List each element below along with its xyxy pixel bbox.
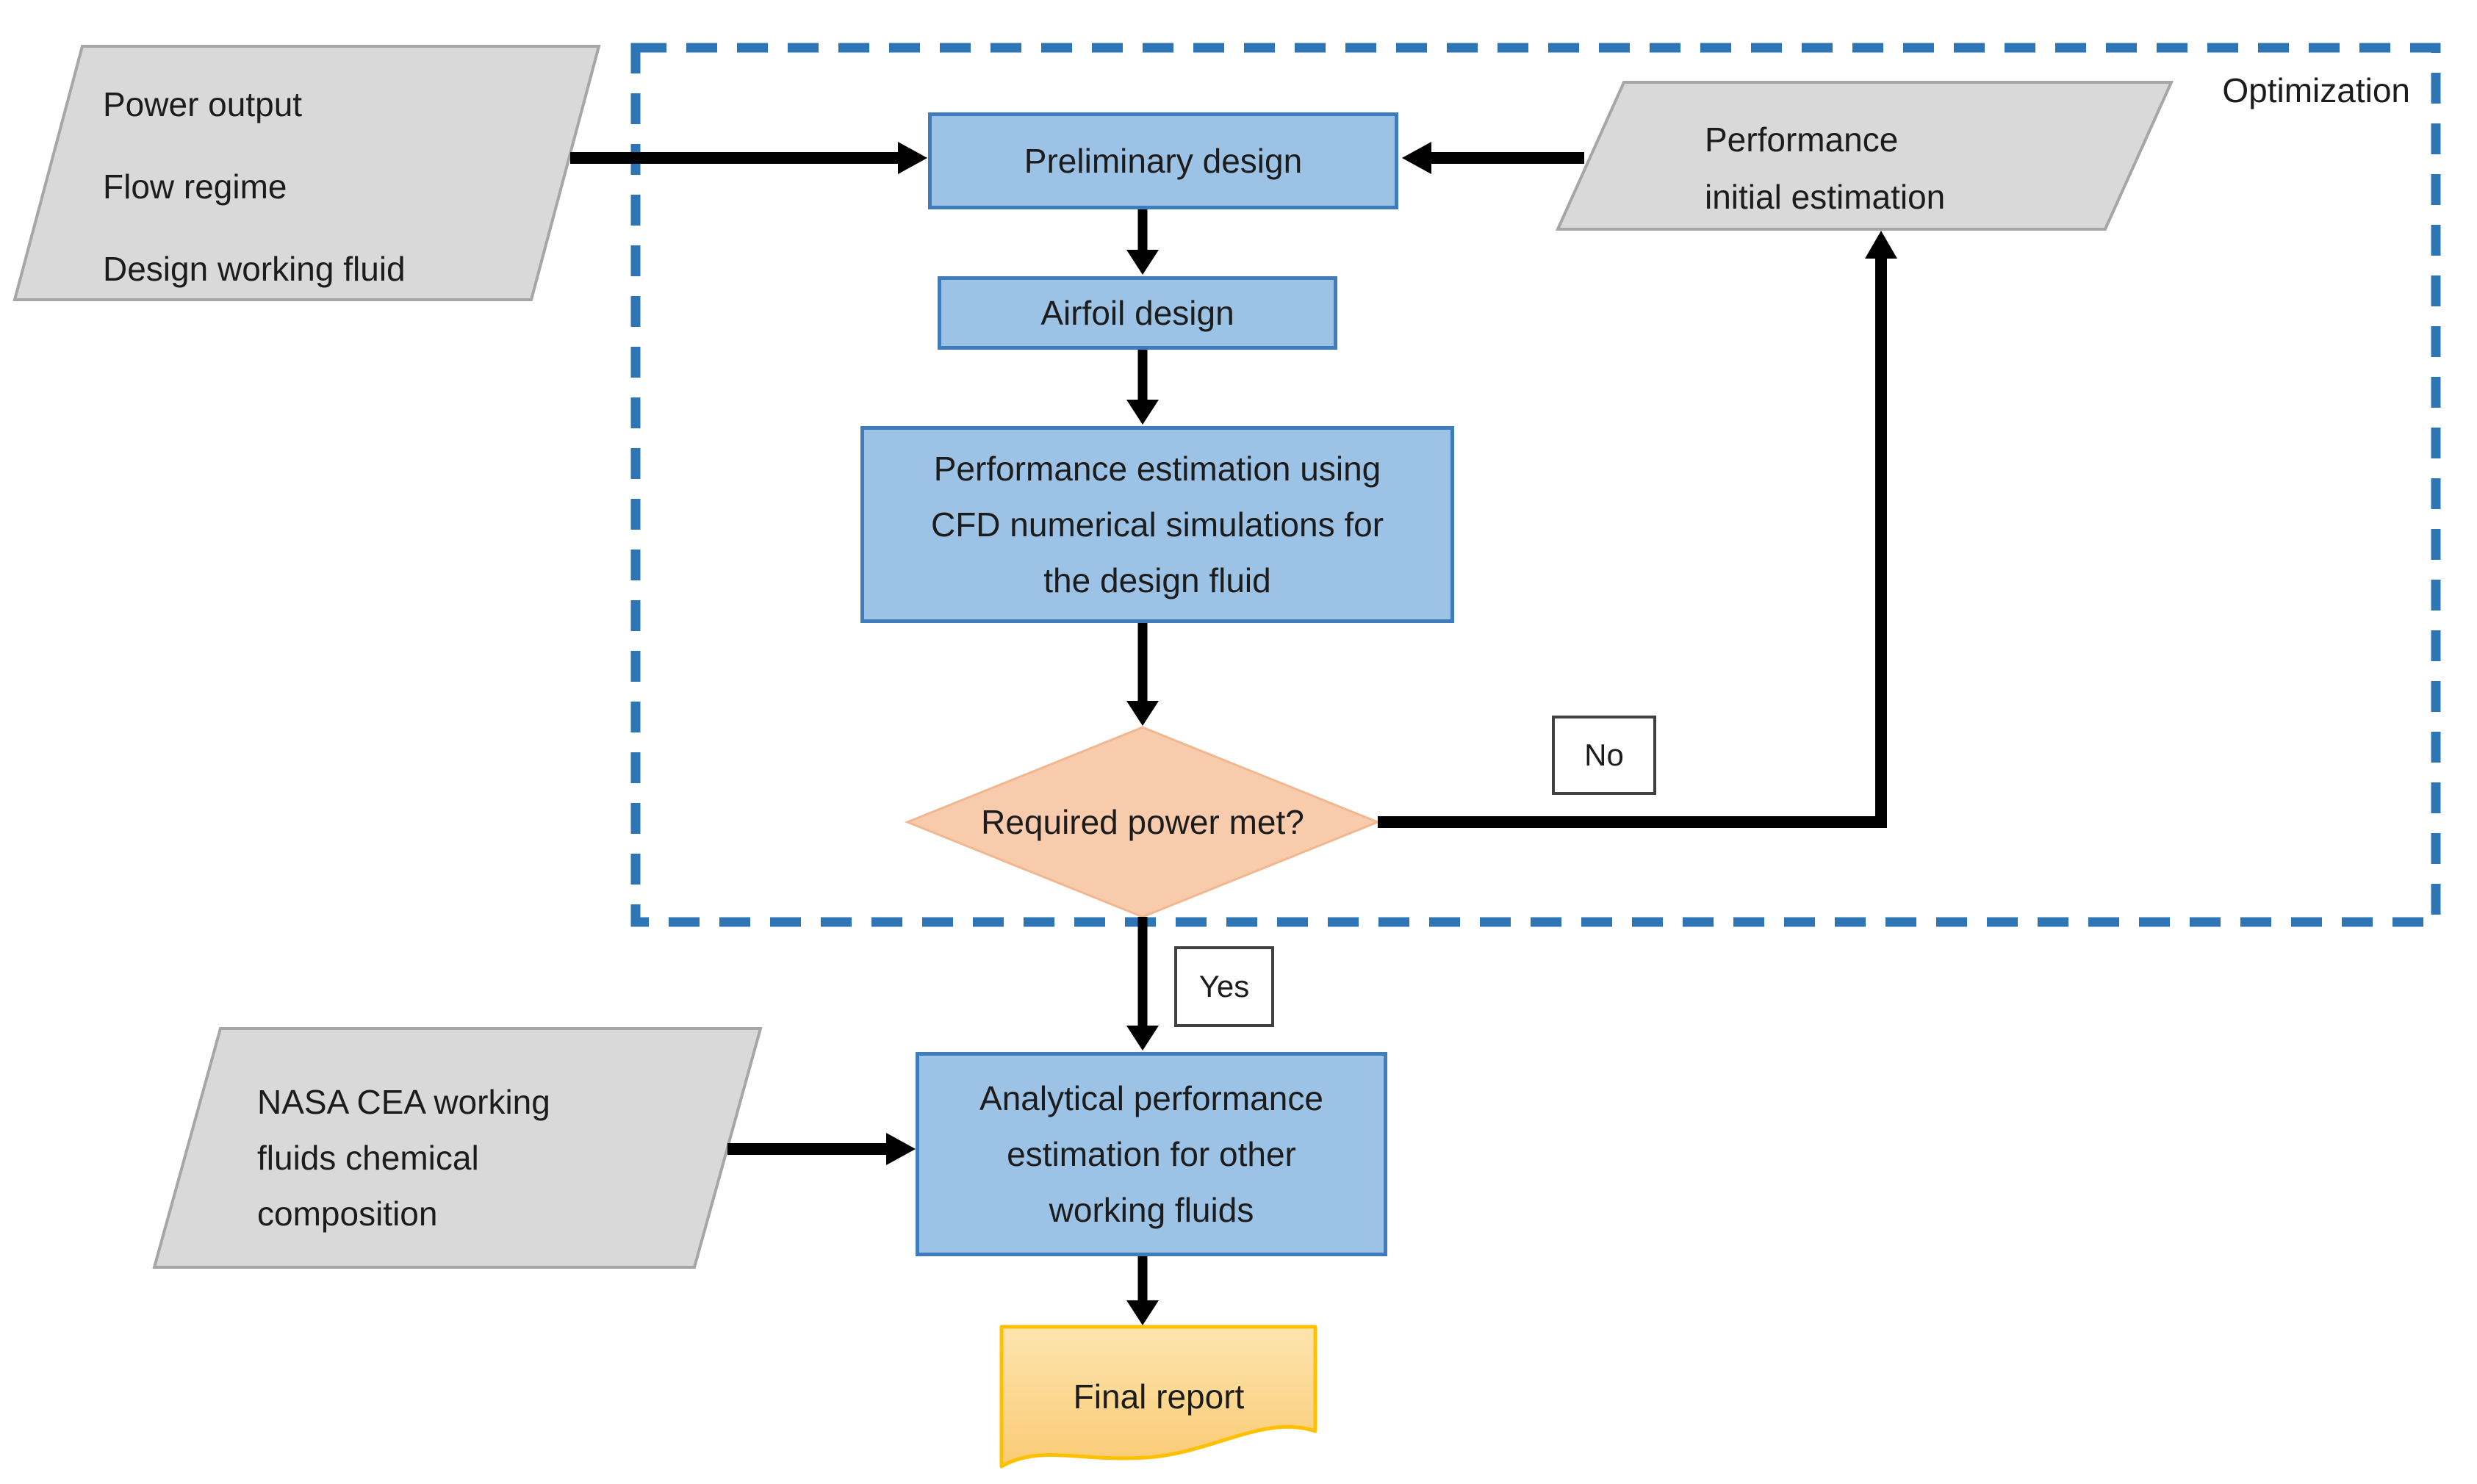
arrow-perf-initial-to-preliminary bbox=[1402, 142, 1584, 174]
inputs-parallelogram-shape bbox=[12, 45, 601, 301]
nasa-parallelogram-label: NASA CEA working fluids chemical composi… bbox=[257, 1083, 550, 1233]
arrow-nasa-to-analytical bbox=[727, 1133, 916, 1165]
optimization-frame-label: Optimization bbox=[2222, 71, 2410, 109]
arrow-inputs-to-preliminary bbox=[570, 142, 927, 174]
final-report-label: Final report bbox=[1073, 1377, 1245, 1416]
preliminary-design-box: Preliminary design bbox=[928, 112, 1398, 209]
analytical-estimation-box: Analytical performance estimation for ot… bbox=[916, 1052, 1387, 1256]
no-branch-label: No bbox=[1584, 738, 1624, 772]
analytical-estimation-label: Analytical performance estimation for ot… bbox=[979, 1079, 1323, 1229]
nasa-parallelogram-shape bbox=[152, 1027, 763, 1269]
inputs-parallelogram-label: Power output Flow regime Design working … bbox=[103, 85, 406, 288]
arrow-analytical-to-final-report bbox=[1126, 1256, 1159, 1325]
cfd-estimation-box: Performance estimation using CFD numeric… bbox=[860, 426, 1454, 623]
arrow-airfoil-to-cfd bbox=[1126, 350, 1159, 425]
performance-initial-parallelogram-shape bbox=[1555, 81, 2174, 231]
arrow-cfd-to-decision bbox=[1126, 623, 1159, 726]
performance-initial-label: Performance initial estimation bbox=[1705, 120, 1946, 216]
airfoil-design-label: Airfoil design bbox=[1040, 294, 1234, 332]
preliminary-design-label: Preliminary design bbox=[1024, 142, 1303, 180]
airfoil-design-box: Airfoil design bbox=[938, 276, 1337, 350]
arrow-decision-no-loop bbox=[1378, 231, 1897, 828]
yes-branch-box: Yes bbox=[1174, 946, 1274, 1027]
final-report-document-shape bbox=[999, 1325, 1317, 1469]
yes-branch-label: Yes bbox=[1198, 969, 1250, 1004]
optimization-frame bbox=[630, 43, 2441, 927]
arrow-preliminary-to-airfoil bbox=[1126, 209, 1159, 275]
no-branch-box: No bbox=[1552, 716, 1656, 795]
cfd-estimation-label: Performance estimation using CFD numeric… bbox=[930, 450, 1384, 599]
decision-diamond-label: Required power met? bbox=[981, 803, 1304, 841]
arrow-decision-to-analytical bbox=[1126, 917, 1159, 1051]
